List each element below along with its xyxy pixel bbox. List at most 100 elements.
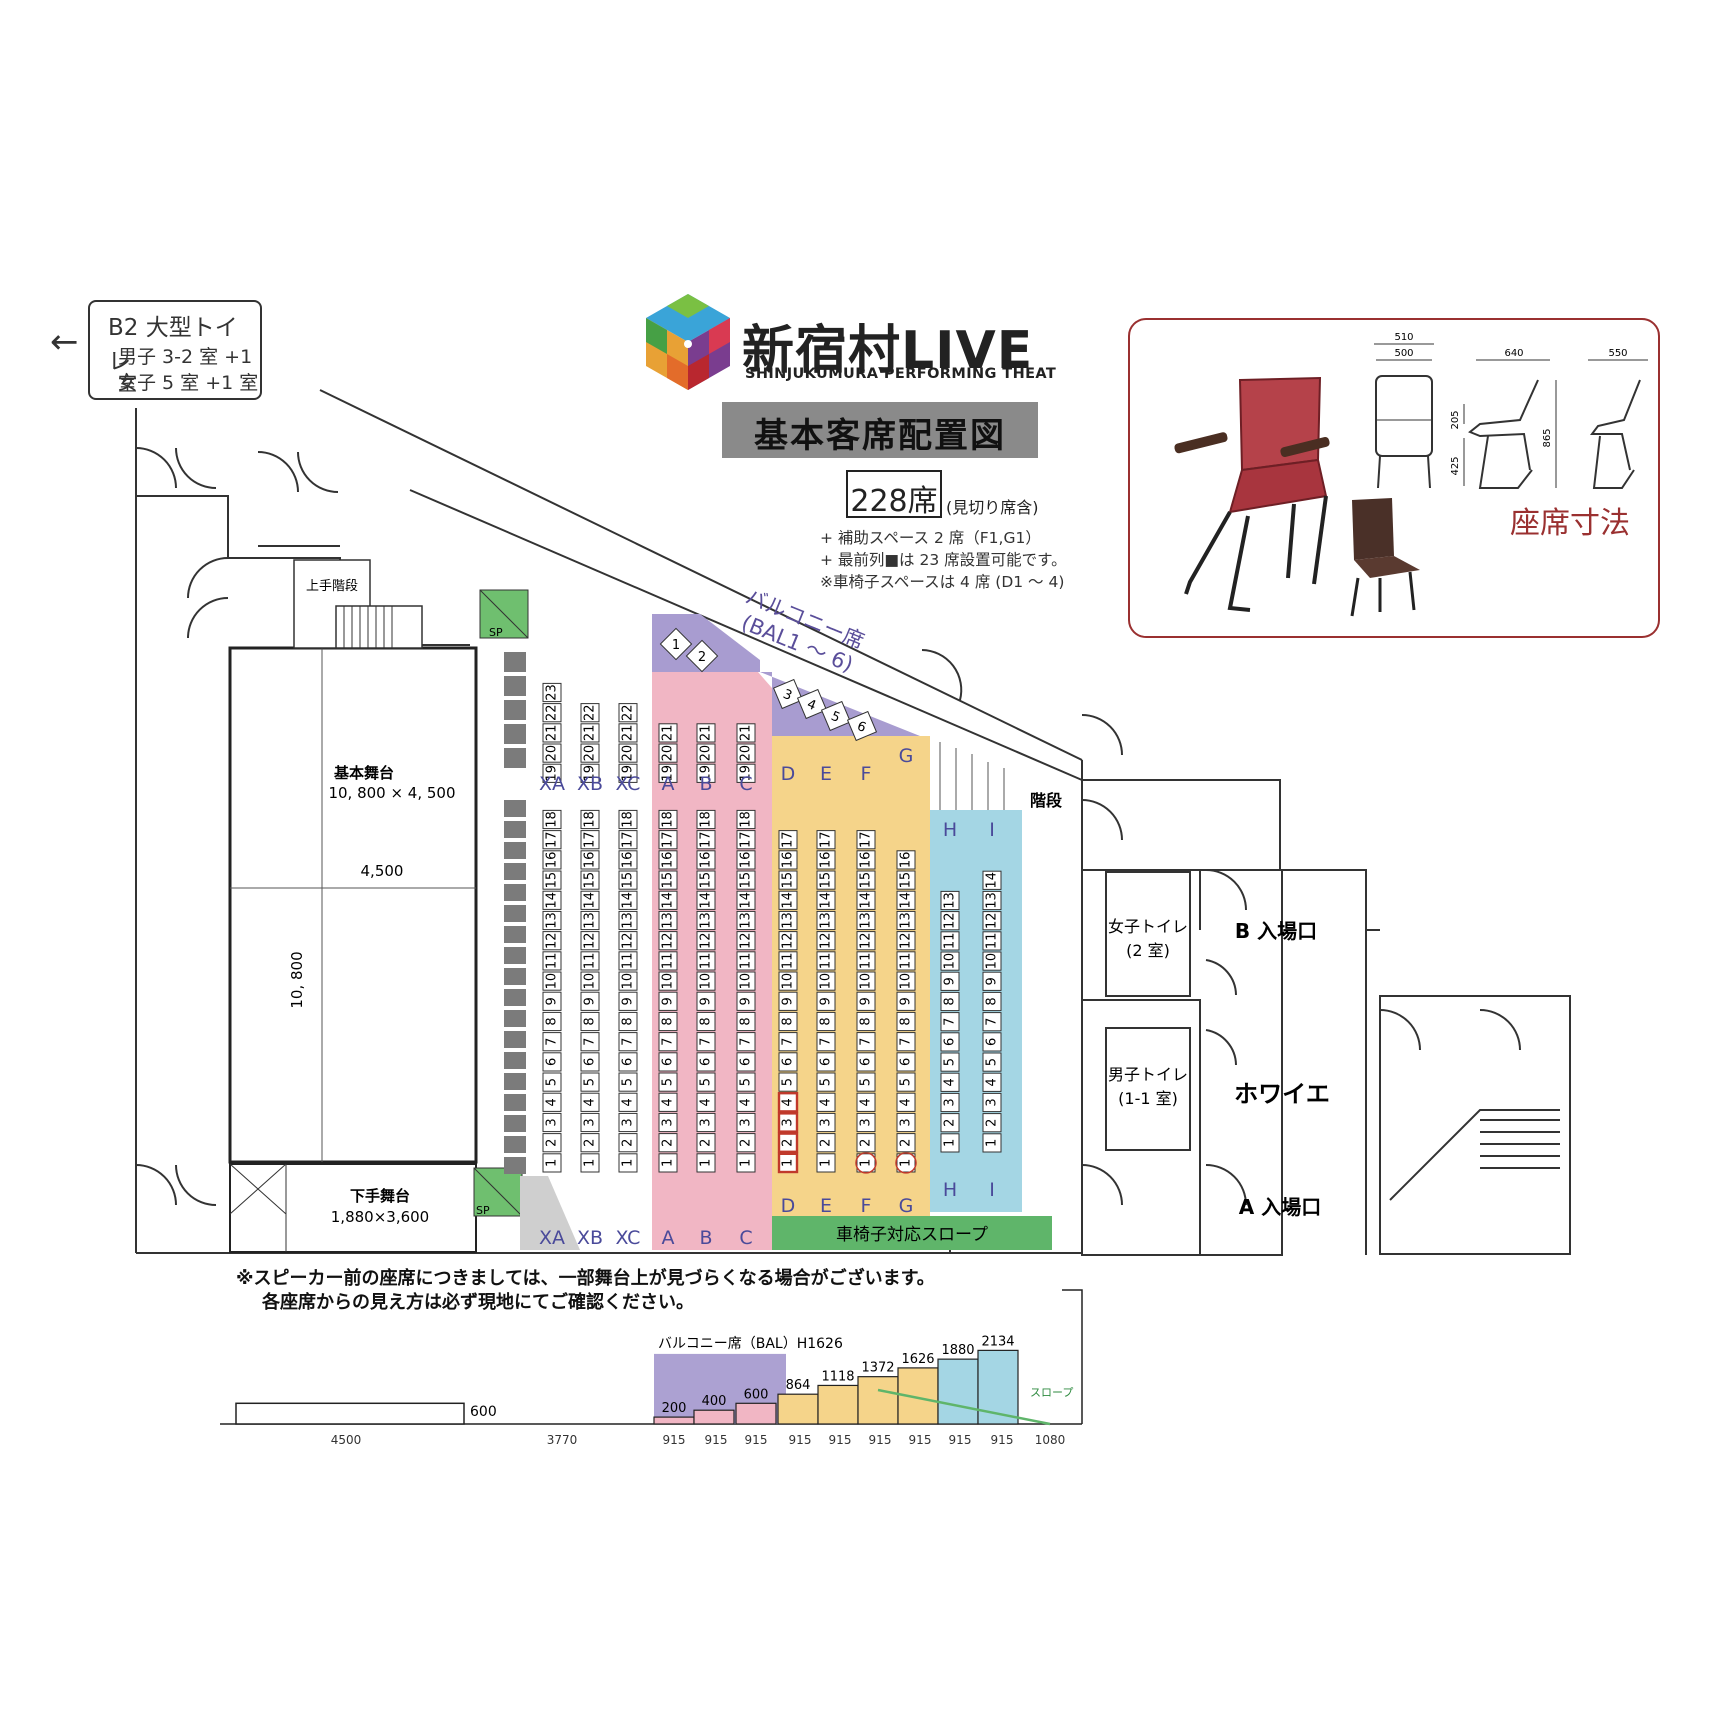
seat[interactable] — [736, 991, 756, 1011]
seat[interactable] — [542, 830, 562, 850]
seat[interactable] — [816, 1011, 836, 1032]
seat[interactable] — [777, 1112, 799, 1133]
seat[interactable] — [618, 971, 638, 991]
seat[interactable] — [696, 809, 716, 830]
seat[interactable] — [736, 910, 756, 931]
seat[interactable] — [896, 1153, 916, 1173]
seat[interactable] — [736, 1032, 756, 1052]
seat[interactable] — [618, 991, 638, 1011]
seat[interactable] — [696, 1112, 716, 1133]
seat[interactable] — [580, 971, 600, 991]
seat[interactable] — [856, 1052, 876, 1072]
seat[interactable] — [542, 1011, 562, 1032]
seat[interactable] — [658, 763, 678, 783]
seat[interactable] — [896, 931, 916, 951]
seat[interactable] — [696, 1153, 716, 1173]
seat[interactable] — [580, 743, 600, 763]
seat[interactable] — [580, 1032, 600, 1052]
seat[interactable] — [896, 1133, 916, 1153]
seat[interactable] — [856, 991, 876, 1011]
seat[interactable] — [580, 1092, 600, 1112]
seat[interactable] — [542, 850, 562, 870]
balcony-seat[interactable]: 4 — [792, 684, 833, 725]
seat[interactable] — [736, 951, 756, 971]
seat[interactable] — [896, 1052, 916, 1072]
seat[interactable] — [896, 971, 916, 991]
seat[interactable] — [542, 870, 562, 890]
seat[interactable] — [696, 951, 716, 971]
seat[interactable] — [816, 830, 836, 850]
seat[interactable] — [580, 1011, 600, 1032]
seat[interactable] — [580, 809, 600, 830]
balcony-seat[interactable]: 6 — [842, 706, 883, 747]
seat[interactable] — [696, 723, 716, 743]
seat[interactable] — [696, 890, 716, 910]
seat[interactable] — [542, 951, 562, 971]
seat[interactable] — [618, 931, 638, 951]
seat[interactable] — [542, 1032, 562, 1052]
seat[interactable] — [542, 763, 562, 783]
seat[interactable] — [736, 931, 756, 951]
seat[interactable] — [658, 1133, 678, 1153]
seat[interactable] — [982, 870, 1002, 890]
seat[interactable] — [696, 850, 716, 870]
seat[interactable] — [696, 1133, 716, 1153]
seat[interactable] — [618, 1133, 638, 1153]
seat[interactable] — [542, 991, 562, 1011]
seat[interactable] — [856, 1072, 876, 1092]
balcony-seat[interactable]: 2 — [685, 639, 719, 673]
seat[interactable] — [658, 850, 678, 870]
seat[interactable] — [542, 931, 562, 951]
seat[interactable] — [696, 931, 716, 951]
seat[interactable] — [736, 1133, 756, 1153]
seat[interactable] — [542, 1112, 562, 1133]
seat[interactable] — [618, 809, 638, 830]
seat[interactable] — [982, 991, 1002, 1012]
seat[interactable] — [580, 931, 600, 951]
seat[interactable] — [696, 1092, 716, 1112]
seat[interactable] — [816, 1032, 836, 1052]
seat[interactable] — [816, 850, 836, 870]
seat[interactable] — [542, 703, 562, 723]
seat[interactable] — [816, 870, 836, 890]
seat[interactable] — [778, 1052, 798, 1072]
seat[interactable] — [896, 910, 916, 931]
seat[interactable] — [658, 971, 678, 991]
seat[interactable] — [736, 1072, 756, 1092]
seat[interactable] — [940, 1113, 960, 1133]
seat[interactable] — [940, 1133, 960, 1153]
seat[interactable] — [618, 890, 638, 910]
seat[interactable] — [580, 1112, 600, 1133]
seat[interactable] — [982, 1133, 1002, 1153]
seat[interactable] — [940, 951, 960, 971]
seat[interactable] — [777, 1091, 799, 1113]
balcony-seat[interactable]: 1 — [659, 627, 693, 661]
seat[interactable] — [816, 931, 836, 951]
seat[interactable] — [856, 1032, 876, 1052]
seat[interactable] — [856, 870, 876, 890]
seat[interactable] — [940, 890, 960, 911]
seat[interactable] — [896, 1112, 916, 1133]
seat[interactable] — [940, 991, 960, 1012]
seat[interactable] — [658, 1112, 678, 1133]
seat[interactable] — [696, 1032, 716, 1052]
seat[interactable] — [618, 1032, 638, 1052]
seat[interactable] — [896, 1032, 916, 1052]
seat[interactable] — [856, 1153, 876, 1173]
seat[interactable] — [896, 1011, 916, 1032]
seat[interactable] — [736, 1153, 756, 1173]
seat[interactable] — [982, 890, 1002, 911]
seat[interactable] — [658, 931, 678, 951]
seat[interactable] — [618, 1011, 638, 1032]
seat[interactable] — [542, 743, 562, 763]
seat[interactable] — [896, 870, 916, 890]
seat[interactable] — [777, 1132, 799, 1153]
seat[interactable] — [982, 1052, 1002, 1072]
seat[interactable] — [982, 1113, 1002, 1133]
seat[interactable] — [580, 1133, 600, 1153]
seat[interactable] — [580, 763, 600, 783]
seat[interactable] — [816, 1052, 836, 1072]
seat[interactable] — [856, 1112, 876, 1133]
seat[interactable] — [736, 809, 756, 830]
seat[interactable] — [736, 1011, 756, 1032]
